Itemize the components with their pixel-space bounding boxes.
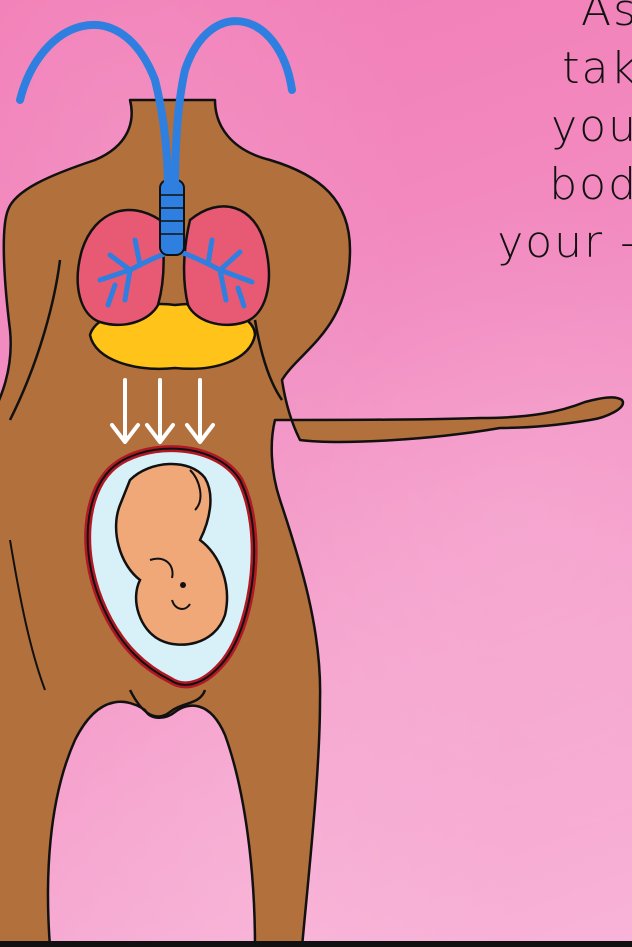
caption-line: you xyxy=(448,98,632,156)
caption-text: As tak you bod your - xyxy=(448,0,632,272)
caption-line: As xyxy=(448,0,632,40)
caption-line: bod xyxy=(448,156,632,214)
bottom-band xyxy=(0,941,632,947)
caption-line: your - xyxy=(448,214,632,272)
caption-line: tak xyxy=(448,40,632,98)
